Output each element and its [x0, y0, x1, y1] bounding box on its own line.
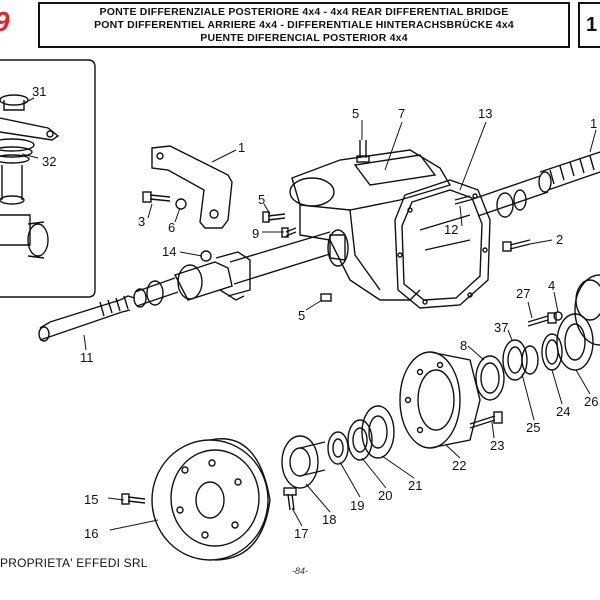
- differential-cover: [394, 179, 491, 309]
- small-bolts: [142, 140, 370, 302]
- callout-27: 27: [516, 286, 530, 301]
- bearing-and-nuts: [281, 405, 395, 489]
- callout-7: 7: [398, 106, 405, 121]
- differential-housing: [289, 149, 452, 301]
- stud-23: [469, 411, 503, 429]
- callout-12: 12: [444, 222, 458, 237]
- callout-3: 3: [138, 214, 145, 229]
- callout-22: 22: [452, 458, 466, 473]
- callout-16: 16: [84, 526, 98, 541]
- callout-5a: 5: [258, 192, 265, 207]
- callout-23: 23: [490, 438, 504, 453]
- callout-31: 31: [32, 84, 46, 99]
- callout-6: 6: [168, 220, 175, 235]
- callout-18: 18: [322, 512, 336, 527]
- title-line-2: PONT DIFFERENTIEL ARRIERE 4x4 - DIFFEREN…: [94, 19, 514, 31]
- wheel-hub: [399, 351, 481, 449]
- callout-26: 26: [584, 394, 598, 409]
- left-axle-tube: [38, 231, 331, 342]
- callout-13: 13: [478, 106, 492, 121]
- callout-15: 15: [84, 492, 98, 507]
- callout-14: 14: [162, 244, 176, 259]
- callout-37: 37: [494, 320, 508, 335]
- callout-4: 4: [548, 278, 555, 293]
- title-line-3: PUENTE DIFERENCIAL POSTERIOR 4x4: [200, 32, 408, 44]
- callout-32: 32: [42, 154, 56, 169]
- callout-1: 1: [238, 140, 245, 155]
- callout-5c: 5: [352, 106, 359, 121]
- leader-lines: [21, 97, 597, 531]
- page-box: 1: [578, 2, 600, 48]
- callout-labels: 31 32 1 3 6 5 9 14 5 5 7 13 12 2 1 11 4 …: [32, 84, 598, 541]
- bolt-17: [283, 487, 297, 511]
- brake-drum: [151, 438, 271, 561]
- owner-credit: PROPRIETA' EFFEDI SRL: [0, 556, 148, 570]
- callout-24: 24: [556, 404, 570, 419]
- bracket-part: [151, 145, 233, 229]
- callout-5b: 5: [298, 308, 305, 323]
- brand-logo: 9: [0, 6, 10, 38]
- callout-21: 21: [408, 478, 422, 493]
- page-box-number: 1: [586, 14, 598, 36]
- bolt-2: [502, 239, 531, 252]
- title-block: PONTE DIFFERENZIALE POSTERIORE 4x4 - 4x4…: [38, 2, 570, 48]
- callout-19: 19: [350, 498, 364, 513]
- page-number: -84-: [292, 566, 309, 576]
- callout-8: 8: [460, 338, 467, 353]
- callout-25: 25: [526, 420, 540, 435]
- callout-9: 9: [252, 226, 259, 241]
- callout-20: 20: [378, 488, 392, 503]
- callout-17: 17: [294, 526, 308, 541]
- callout-10: 1: [590, 116, 597, 131]
- bolt-15: [121, 493, 146, 505]
- right-axle-tube: [469, 151, 600, 218]
- inset-panel: [0, 59, 96, 298]
- title-line-1: PONTE DIFFERENZIALE POSTERIORE 4x4 - 4x4…: [99, 6, 509, 18]
- callout-11: 11: [80, 350, 94, 365]
- callout-2: 2: [556, 232, 563, 247]
- hub-seals-bearings: [475, 274, 600, 401]
